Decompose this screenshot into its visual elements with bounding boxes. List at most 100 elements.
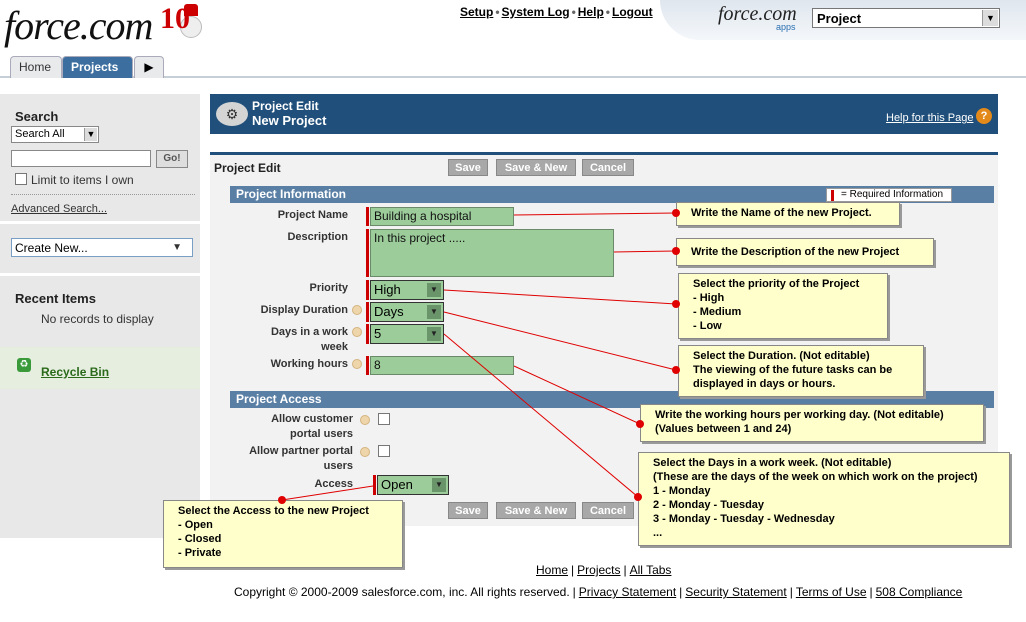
days-work-week-select[interactable]: 5 ▼ (370, 324, 444, 344)
recycle-bin-icon[interactable]: ♻ (17, 358, 31, 372)
display-duration-value: Days (374, 304, 404, 319)
working-hours-input[interactable]: 8 (370, 356, 514, 375)
priority-label: Priority (309, 282, 348, 294)
info-icon[interactable] (360, 447, 370, 457)
recent-items-title: Recent Items (15, 291, 96, 306)
cancel-button[interactable]: Cancel (582, 159, 634, 176)
sidebar-separator (0, 221, 200, 224)
sidebar-divider (11, 194, 195, 195)
help-icon[interactable]: ? (976, 108, 992, 124)
access-value: Open (381, 477, 413, 492)
page-subtitle: New Project (252, 113, 327, 128)
callout-project-name: Write the Name of the new Project. (676, 202, 900, 226)
tab-bar (0, 53, 1026, 78)
help-link[interactable]: Help (577, 5, 604, 19)
project-name-input[interactable]: Building a hospital (370, 207, 514, 226)
allow-customer-label-line2: portal users (290, 428, 353, 440)
description-label: Description (287, 231, 348, 243)
recent-items-empty: No records to display (41, 312, 154, 326)
footer-projects-link[interactable]: Projects (577, 563, 621, 577)
app-selector-value: Project (817, 11, 862, 26)
days-work-week-value: 5 (374, 326, 382, 341)
callout-duration: Select the Duration. (Not editable) The … (678, 345, 924, 397)
required-indicator (366, 324, 369, 344)
required-indicator (366, 356, 369, 375)
info-icon[interactable] (360, 415, 370, 425)
days-work-week-label-line2: week (321, 341, 348, 353)
required-indicator (366, 229, 369, 277)
apps-sublabel: apps (776, 22, 796, 32)
working-hours-label: Working hours (270, 358, 348, 370)
tab-more-arrow-icon[interactable]: ▶ (134, 56, 164, 78)
info-icon[interactable] (352, 327, 362, 337)
cancel-button-bottom[interactable]: Cancel (582, 502, 634, 519)
snowman-icon (180, 16, 202, 38)
allow-partner-label-line1: Allow partner portal (249, 445, 353, 457)
access-label: Access (314, 478, 353, 490)
create-new-select[interactable]: Create New... ▼ (11, 238, 193, 257)
footer-home-link[interactable]: Home (536, 563, 569, 577)
security-link[interactable]: Security Statement (685, 585, 787, 599)
system-log-link[interactable]: System Log (501, 5, 570, 19)
days-work-week-label-line1: Days in a work (270, 326, 348, 338)
chevron-down-icon: ▼ (982, 10, 998, 26)
access-select[interactable]: Open ▼ (377, 475, 449, 495)
compliance-link[interactable]: 508 Compliance (875, 585, 963, 599)
save-new-button-bottom[interactable]: Save & New (496, 502, 576, 519)
description-textarea[interactable]: In this project ..... (370, 229, 614, 277)
allow-partner-label: Allow partner portal users (230, 444, 353, 474)
info-icon[interactable] (352, 305, 362, 315)
search-title: Search (15, 109, 59, 124)
allow-customer-checkbox[interactable] (378, 413, 390, 425)
required-indicator (366, 207, 369, 226)
allow-partner-checkbox[interactable] (378, 445, 390, 457)
save-new-button[interactable]: Save & New (496, 159, 576, 176)
save-button[interactable]: Save (448, 159, 488, 176)
callout-working-hours: Write the working hours per working day.… (640, 404, 984, 442)
limit-label: Limit to items I own (31, 173, 134, 187)
setup-link[interactable]: Setup (460, 5, 494, 19)
go-button[interactable]: Go! (156, 150, 188, 168)
logout-link[interactable]: Logout (611, 5, 653, 19)
display-duration-select[interactable]: Days ▼ (370, 302, 444, 322)
chevron-down-icon: ▼ (427, 283, 441, 297)
info-icon[interactable] (352, 359, 362, 369)
priority-value: High (374, 282, 401, 297)
allow-customer-label-line1: Allow customer (271, 413, 353, 425)
footer-links: Home|Projects|All Tabs (536, 563, 672, 577)
chevron-down-icon: ▼ (427, 327, 441, 341)
page-header (210, 94, 998, 134)
display-duration-label: Display Duration (260, 304, 348, 316)
section-project-information: Project Information (230, 186, 994, 203)
create-new-label: Create New... (15, 241, 88, 255)
sidebar-separator (0, 273, 200, 276)
help-for-page-link[interactable]: Help for this Page (886, 112, 974, 124)
edit-title: Project Edit (214, 161, 281, 175)
anniversary-logo: 10 (160, 2, 190, 35)
callout-days-work-week: Select the Days in a work week. (Not edi… (638, 452, 1010, 546)
search-scope-select[interactable]: Search All ▼ (11, 126, 99, 143)
advanced-search-link[interactable]: Advanced Search... (11, 203, 108, 215)
priority-select[interactable]: High ▼ (370, 280, 444, 300)
top-links: Setup•System Log•Help•Logout (460, 5, 653, 19)
search-input[interactable] (11, 150, 151, 167)
privacy-link[interactable]: Privacy Statement (578, 585, 677, 599)
chevron-down-icon: ▼ (427, 305, 441, 319)
required-indicator (373, 475, 376, 495)
snowman-hat-icon (184, 4, 198, 16)
motorcycle-icon: ⚙ (216, 102, 248, 126)
recycle-bin-link[interactable]: Recycle Bin (41, 365, 110, 379)
limit-checkbox[interactable] (15, 173, 27, 185)
save-button-bottom[interactable]: Save (448, 502, 488, 519)
required-indicator (366, 280, 369, 300)
tab-home[interactable]: Home (10, 56, 62, 78)
footer-all-tabs-link[interactable]: All Tabs (629, 563, 672, 577)
sidebar (0, 94, 200, 538)
terms-link[interactable]: Terms of Use (795, 585, 867, 599)
allow-customer-label: Allow customer portal users (230, 412, 353, 442)
tab-projects[interactable]: Projects (62, 56, 133, 78)
app-selector[interactable]: Project ▼ (812, 8, 1000, 28)
allow-partner-label-line2: users (323, 460, 353, 472)
required-legend: = Required Information (826, 188, 952, 202)
apps-logo: force.com (718, 3, 797, 25)
